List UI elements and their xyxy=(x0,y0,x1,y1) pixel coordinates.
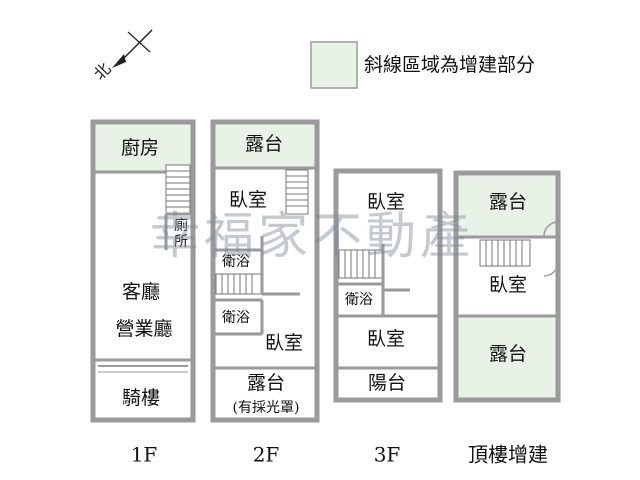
floor-2f: 露台 臥室 衛浴 衛浴 臥室 露台 (有採光罩) xyxy=(210,119,320,423)
stairs-roof xyxy=(479,239,531,267)
room-kitchen: 廚房 xyxy=(121,136,159,159)
stairs-2f xyxy=(285,169,309,215)
stairs-1f xyxy=(165,164,191,214)
compass-north-label: 北 xyxy=(90,59,115,84)
room-bath-2f-b: 衛浴 xyxy=(222,310,250,326)
room-terrace-2f-top: 露台 xyxy=(245,133,283,155)
room-bedroom-3f-a: 臥室 xyxy=(367,191,405,213)
room-bedroom-3f-b: 臥室 xyxy=(367,328,405,350)
stairs-2f-lower xyxy=(215,273,263,295)
floor-3f: 臥室 衛浴 臥室 陽台 xyxy=(333,168,443,403)
floor-1f: 廚房 廁 所 客廳 營業廳 騎樓 xyxy=(90,119,196,423)
room-terrace-2f-bottom: 露台 xyxy=(247,372,285,394)
floor-roof: 露台 臥室 露台 xyxy=(453,170,561,403)
room-bath-3f: 衛浴 xyxy=(345,292,373,308)
roof-terrace-top-extension xyxy=(456,173,558,237)
room-business: 營業廳 xyxy=(115,318,172,340)
legend-text: 斜線區域為增建部分 xyxy=(364,54,535,76)
watermark: 幸福家不動產 xyxy=(150,207,474,265)
room-terrace-roof-bottom: 露台 xyxy=(489,343,527,365)
room-bath-2f-a: 衛浴 xyxy=(222,254,250,270)
floor-label-2f: 2F xyxy=(253,443,280,467)
room-bedroom-2f-b: 臥室 xyxy=(265,332,303,354)
room-living: 客廳 xyxy=(122,281,160,303)
compass-arrow-icon: 北 xyxy=(90,29,153,84)
floor-label-roof: 頂樓增建 xyxy=(468,443,548,467)
room-terrace-roof-top: 露台 xyxy=(489,191,527,213)
room-toilet-2: 所 xyxy=(174,234,188,250)
kitchen-extension xyxy=(93,122,193,172)
floor-label-3f: 3F xyxy=(374,443,401,467)
legend-swatch xyxy=(310,41,358,89)
room-bedroom-2f-a: 臥室 xyxy=(229,189,267,211)
terrace-2f-extension xyxy=(213,122,317,168)
stairs-3f xyxy=(338,249,384,279)
skylight-note: (有採光罩) xyxy=(233,400,300,416)
room-arcade: 騎樓 xyxy=(122,387,160,409)
room-bedroom-roof: 臥室 xyxy=(489,274,527,296)
room-toilet-1: 廁 xyxy=(174,217,188,234)
roof-terrace-bottom-extension xyxy=(456,316,558,400)
floor-label-1f: 1F xyxy=(131,443,158,467)
room-balcony-3f: 陽台 xyxy=(368,372,406,394)
